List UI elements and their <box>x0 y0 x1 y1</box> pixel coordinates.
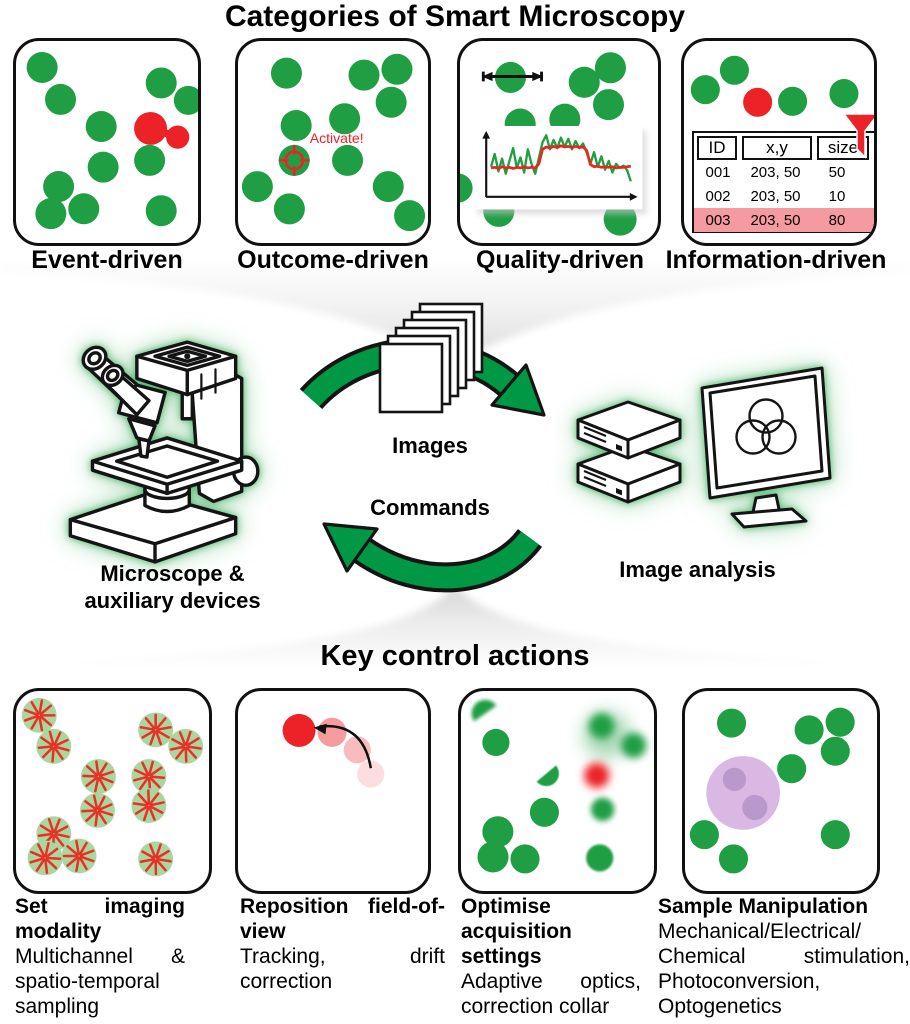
spindle-cell <box>138 712 174 748</box>
scene-art <box>471 699 647 874</box>
label-outcome-driven: Outcome-driven <box>237 246 429 274</box>
scene-art <box>282 713 385 788</box>
text-set-imaging-modality: Set imaging modality Multichannel & spat… <box>15 894 185 1019</box>
key-control-actions-title: Key control actions <box>320 640 590 672</box>
spindle-cell <box>36 728 72 764</box>
scene-art <box>26 51 198 230</box>
scene-art <box>21 697 204 877</box>
page-title: Categories of Smart Microscopy <box>224 0 686 33</box>
spindle-cell <box>61 838 97 874</box>
text-reposition-fov: Reposition field-of-view Tracking, drift… <box>240 894 445 994</box>
scene-art <box>460 52 647 236</box>
bottom-title: Set imaging modality <box>15 895 185 943</box>
table-header: x,y <box>742 135 812 160</box>
label-information-driven: Information-driven <box>665 246 887 274</box>
panel-optimise-acquisition <box>458 688 657 894</box>
microscope-label-line2: auxiliary devices <box>84 588 261 613</box>
spindle-cell <box>168 728 204 764</box>
spindle-cell <box>27 840 63 876</box>
panel-quality-driven <box>457 38 661 246</box>
label-quality-driven: Quality-driven <box>475 246 645 274</box>
panel-sample-manipulation <box>682 688 880 894</box>
spindle-cell <box>80 792 115 828</box>
scene-art <box>689 707 855 874</box>
image-analysis-label: Image analysis <box>619 557 776 582</box>
panel-event-driven <box>13 38 201 246</box>
table-header: ID <box>697 135 737 160</box>
spindle-cell <box>21 697 57 733</box>
panel-reposition-fov <box>235 688 431 894</box>
scale-bar <box>481 71 543 82</box>
scene-art <box>690 55 859 117</box>
commands-arrow <box>322 522 543 593</box>
panel-outcome-driven: Activate! <box>235 38 431 246</box>
purple-cell <box>706 756 781 830</box>
text-sample-manipulation: Sample Manipulation Mechanical/Electrica… <box>658 894 910 1019</box>
bottom-subtitle: Multichannel & spatio-temporal sampling <box>15 945 185 1018</box>
microscope-icon <box>68 340 260 564</box>
spindle-cell <box>131 758 167 794</box>
filter-funnel-icon <box>842 113 874 159</box>
images-label: Images <box>392 433 468 458</box>
activate-annotation: Activate! <box>310 130 364 146</box>
spindle-cell <box>131 788 167 824</box>
panel-set-imaging-modality <box>13 688 212 894</box>
microscope-label-line1: Microscope & <box>100 561 245 586</box>
bottom-subtitle: Mechanical/Electrical/ Chemical stimulat… <box>658 920 910 1018</box>
spindle-cell <box>80 758 116 794</box>
scene-art: Activate! <box>241 53 426 232</box>
label-event-driven: Event-driven <box>31 246 183 274</box>
server-icon <box>576 400 682 504</box>
microscope-label: Microscope & auxiliary devices <box>40 560 305 614</box>
image-stack-icon <box>378 302 484 414</box>
bottom-title: Reposition field-of-view <box>240 895 445 943</box>
bottom-subtitle: Adaptive optics, correction collar <box>461 970 641 1018</box>
spindle-cell <box>138 841 174 877</box>
bottom-title: Optimise acquisition settings <box>461 895 572 968</box>
venn-diagram-icon <box>735 398 797 455</box>
bottom-subtitle: Tracking, drift correction <box>240 945 445 993</box>
text-optimise-acquisition: Optimise acquisition settings Adaptive o… <box>461 894 641 1019</box>
bottom-title: Sample Manipulation <box>658 895 869 918</box>
crosshair-target-icon <box>278 144 310 176</box>
commands-label: Commands <box>370 495 490 520</box>
monitor-icon <box>700 366 832 529</box>
